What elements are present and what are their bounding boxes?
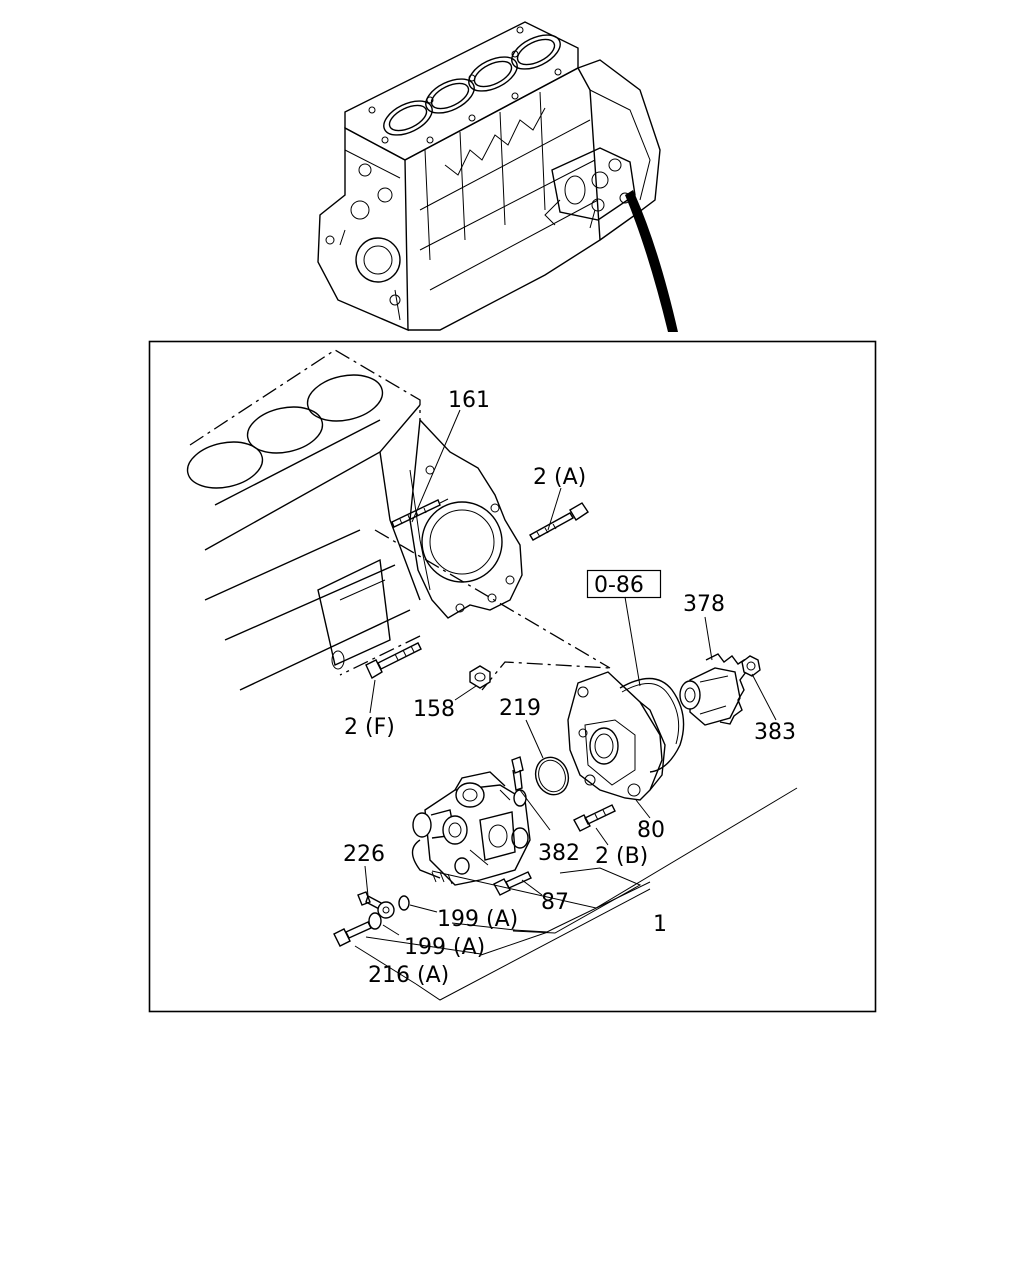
callout-2f: 2 (F) [344,715,395,740]
callout-199a-upper: 199 (A) [437,907,518,932]
o-ring-219 [534,756,570,796]
detail-block [186,349,523,691]
leader-lines [354,409,798,1001]
callout-158: 158 [413,697,455,722]
callout-378: 378 [683,592,725,617]
bolt-216a [333,921,372,947]
callout-161: 161 [448,388,490,413]
washer-199a-upper [398,895,410,911]
callout-383: 383 [754,720,796,745]
callout-87: 87 [541,890,569,915]
gasket-0-86 [619,677,685,773]
supply-pump [411,771,531,886]
bolt-226 [357,891,395,919]
engine-block-overview [317,21,678,332]
bolt-2a [529,502,589,541]
callout-80: 80 [637,818,665,843]
callout-216a: 216 (A) [368,963,449,988]
washer-199a-lower [368,912,382,930]
stud-161 [391,498,449,528]
callout-226: 226 [343,842,385,867]
nut-383 [741,655,761,677]
callout-0-86-box [586,569,662,599]
stud-382 [511,756,524,791]
nut-158 [469,665,491,689]
callout-2a: 2 (A) [533,465,586,490]
flange-80 [567,671,666,801]
gear-378 [679,653,747,726]
callout-2b: 2 (B) [595,844,648,869]
callout-219: 219 [499,696,541,721]
callout-199a-lower: 199 (A) [404,935,485,960]
detail-frame [148,340,877,1013]
callout-382: 382 [538,841,580,866]
callout-1: 1 [653,912,667,937]
bolt-2f [365,642,422,680]
bolt-2b [573,804,616,832]
callout-0-86: 0-86 [594,573,644,598]
bolt-87 [493,871,532,896]
